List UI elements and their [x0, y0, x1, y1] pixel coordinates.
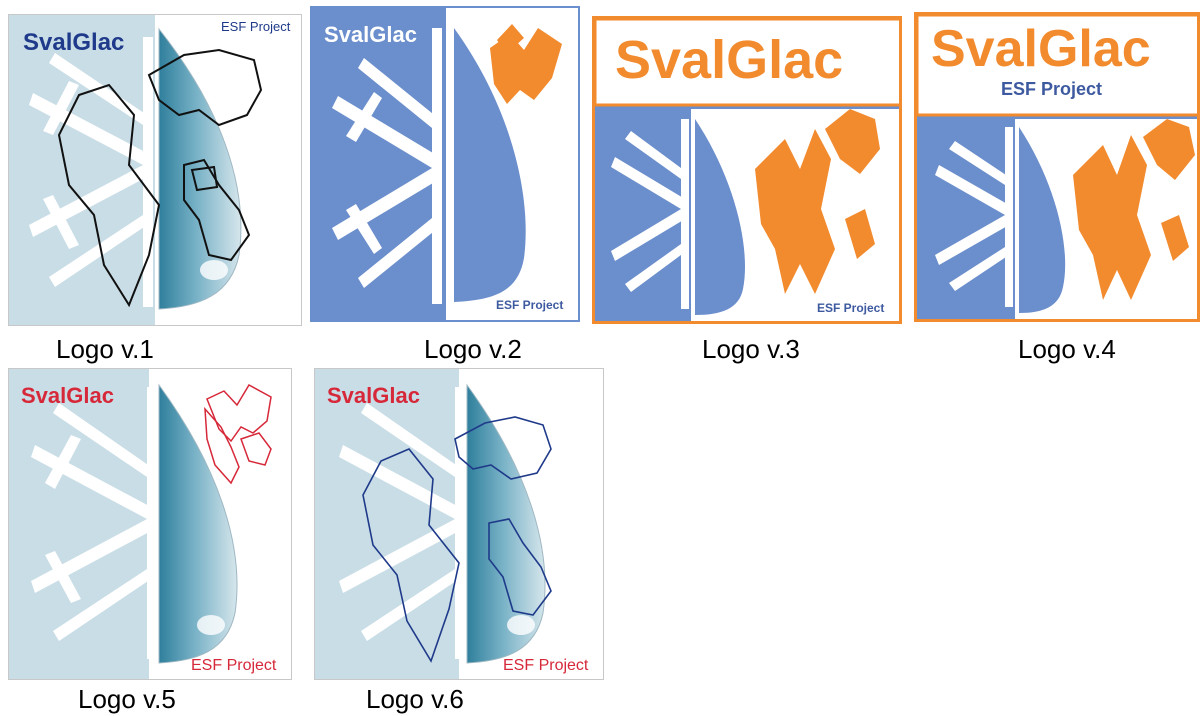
logo-v5-graphic — [9, 369, 272, 679]
logo-v4: SvalGlac ESF Project — [914, 12, 1200, 322]
logo-v5-project: ESF Project — [191, 657, 277, 674]
logo-v5: SvalGlac ESF Project — [8, 368, 292, 680]
drop-icon — [1019, 127, 1066, 313]
snowflake-icon — [332, 28, 442, 304]
drop-icon — [158, 383, 238, 664]
logo-v2-graphic — [332, 8, 578, 320]
svalbard-map-icon — [57, 48, 263, 308]
svalbard-map-icon — [755, 109, 880, 294]
snowflake-icon — [611, 119, 689, 309]
logo-v6: SvalGlac ESF Project — [314, 368, 604, 680]
logo-v6-project: ESF Project — [503, 657, 589, 674]
drop-icon — [454, 28, 526, 302]
logo-v2-name: SvalGlac — [324, 22, 417, 47]
svalbard-map-icon — [1073, 119, 1195, 300]
logo-v1-graphic — [9, 15, 263, 325]
logo-v3: SvalGlac ESF Project — [592, 16, 902, 324]
logo-v6-name: SvalGlac — [327, 383, 420, 408]
svalbard-map-icon — [204, 383, 272, 485]
logo-v2-project: ESF Project — [496, 298, 564, 312]
drop-icon — [695, 119, 745, 315]
logo-v3-caption: Logo v.3 — [702, 334, 800, 364]
snowflake-icon — [31, 387, 157, 659]
logo-v3-graphic — [595, 19, 899, 321]
logo-v5-name: SvalGlac — [21, 383, 114, 408]
logo-v4-caption: Logo v.4 — [1018, 334, 1116, 364]
logo-v3-name: SvalGlac — [615, 30, 844, 90]
logo-v1-project: ESF Project — [221, 19, 291, 34]
logo-v5-caption: Logo v.5 — [78, 684, 176, 714]
logo-v1-name: SvalGlac — [23, 29, 125, 56]
logo-v2: SvalGlac ESF Project — [310, 6, 580, 322]
svalbard-map-icon — [490, 24, 562, 104]
logo-v2-caption: Logo v.2 — [424, 334, 522, 364]
logo-v6-caption: Logo v.6 — [366, 684, 464, 714]
logo-v4-name: SvalGlac — [931, 20, 1151, 78]
snowflake-icon — [935, 127, 1013, 307]
logo-v1-caption: Logo v.1 — [56, 334, 154, 364]
logo-v4-project: ESF Project — [1001, 79, 1103, 99]
logo-v3-project: ESF Project — [817, 301, 885, 315]
svalbard-map-icon — [362, 416, 552, 663]
logo-v6-graphic — [315, 369, 552, 679]
snowflake-icon — [339, 387, 465, 659]
logo-v1: SvalGlac ESF Project — [8, 14, 302, 326]
logo-v4-graphic — [917, 15, 1197, 319]
